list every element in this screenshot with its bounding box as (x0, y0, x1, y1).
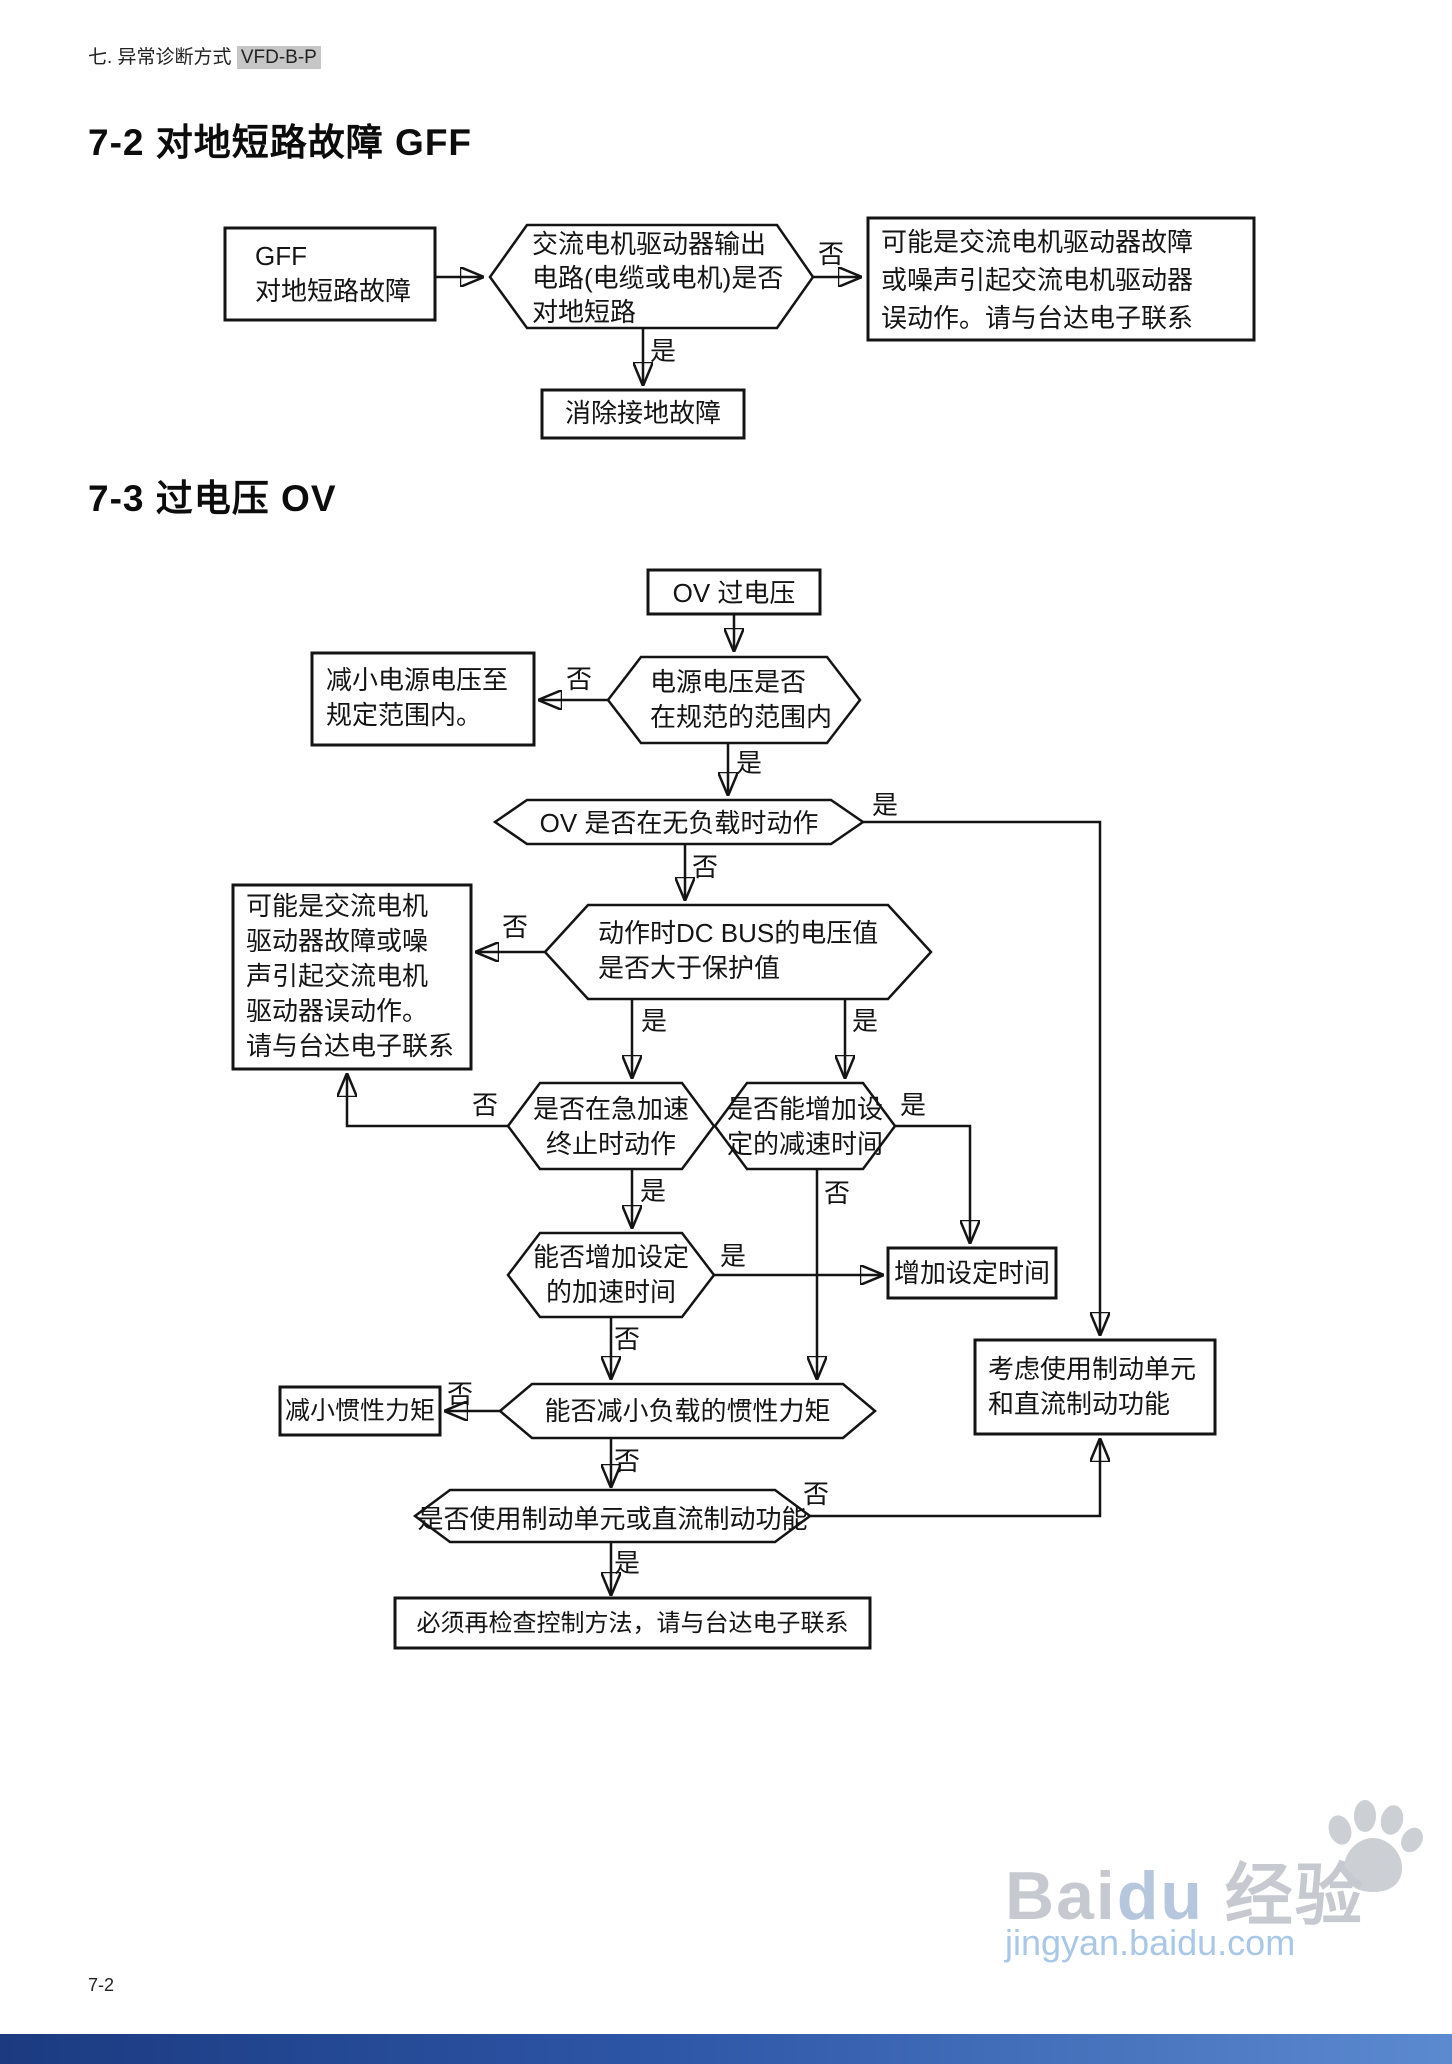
ov-power-spec-text: 电源电压是否 在规范的范围内 (650, 667, 833, 732)
ov-check-control-box (393, 1596, 872, 1650)
ov-reduce-voltage-box (310, 651, 536, 747)
ov-noload-no-label: 否 (692, 852, 719, 882)
ov-add-time-box (886, 1246, 1058, 1300)
page-number: 7-2 (88, 1975, 115, 1995)
ov-dcbus-yes-left-label: 是 (641, 1006, 668, 1036)
ov-decel-no-label: 否 (824, 1178, 851, 1208)
ov-reduce-inertia-hexagon (498, 1382, 877, 1440)
gff-connector-lines (435, 277, 860, 384)
ov-power-no-label: 否 (566, 664, 593, 694)
ov-brake-yes-label: 是 (614, 1548, 641, 1578)
header-breadcrumb: 七. 异常诊断方式 (88, 47, 232, 68)
ov-incr-accel-text: 能否增加设定 的加速时间 (532, 1242, 689, 1307)
footer-color-bar (0, 2034, 1452, 2064)
ov-incr-decel-text: 是否能增加设 定的减速时间 (726, 1094, 883, 1159)
section-title-ov: 7-3 过电压 OV (88, 478, 337, 519)
gff-no-label: 否 (818, 239, 845, 269)
ov-start-text: OV 过电压 (672, 578, 796, 608)
watermark-cn: 经验 (1203, 1858, 1365, 1934)
ov-maybe-fault-text: 可能是交流电机 驱动器故障或噪 声引起交流电机 驱动器误动作。 请与台达电子联系 (246, 891, 455, 1061)
ov-accel-yes-label: 是 (640, 1176, 667, 1206)
ov-maybe-fault-box (231, 883, 473, 1071)
ov-reduce-inertia-q-text: 能否减小负载的惯性力矩 (544, 1396, 831, 1426)
ov-brake-unit-text: 考虑使用制动单元 和直流制动功能 (988, 1354, 1197, 1419)
gff-fix-ground-box (540, 388, 746, 440)
ov-start-box (646, 568, 822, 616)
gff-result-box (866, 216, 1256, 342)
ov-inertia-no-left-label: 否 (447, 1379, 474, 1409)
ov-accel-no-label: 否 (472, 1090, 499, 1120)
ov-rapid-accel-text: 是否在急加速 终止时动作 (532, 1094, 689, 1159)
ov-connector-lines (347, 614, 1100, 1594)
ov-dc-bus-text: 动作时DC BUS的电压值 是否大于保护值 (598, 918, 879, 983)
ov-dc-bus-hexagon (543, 903, 933, 1001)
ov-accel2-yes-label: 是 (720, 1241, 747, 1271)
gff-start-text: GFF 对地短路故障 (255, 241, 412, 306)
ov-power-spec-hexagon (606, 655, 862, 745)
ov-noload-yes-label: 是 (872, 790, 899, 820)
gff-result-text: 可能是交流电机驱动器故障 或噪声引起交流电机驱动器 误动作。请与台达电子联系 (881, 227, 1194, 333)
gff-fix-ground-text: 消除接地故障 (564, 398, 721, 428)
page-header: 七. 异常诊断方式 VFD-B-P (88, 42, 321, 69)
watermark-bai: Bai (1005, 1858, 1117, 1934)
ov-reduce-inertia-text: 减小惯性力矩 (284, 1397, 435, 1425)
ov-decel-yes-label: 是 (900, 1090, 927, 1120)
ov-no-load-text: OV 是否在无负载时动作 (539, 808, 819, 838)
ov-inertia-no-down-label: 否 (614, 1446, 641, 1476)
gff-output-short-text: 交流电机驱动器输出 电路(电缆或电机)是否 对地短路 (532, 229, 784, 327)
gff-yes-label: 是 (650, 336, 677, 366)
watermark-du: du (1116, 1858, 1204, 1934)
ov-reduce-voltage-text: 减小电源电压至 规定范围内。 (326, 665, 509, 730)
ov-power-yes-label: 是 (736, 748, 763, 778)
watermark-brand: Baidu 经验 (1005, 1840, 1365, 1939)
ov-use-brake-text: 是否使用制动单元或直流制动功能 (417, 1504, 808, 1534)
ov-check-control-text: 必须再检查控制方法，请与台达电子联系 (416, 1610, 849, 1637)
ov-add-time-text: 增加设定时间 (893, 1258, 1050, 1288)
ov-reduce-inertia-box (278, 1385, 442, 1437)
baidu-paw-icon (1318, 1796, 1428, 1905)
ov-brake-unit-box (973, 1338, 1217, 1436)
ov-flowchart-shapes (231, 568, 1217, 1650)
ov-dcbus-no-label: 否 (502, 912, 529, 942)
ov-brake-no-label: 否 (803, 1479, 830, 1509)
gff-start-box (223, 226, 437, 322)
ov-accel2-no-label: 否 (614, 1324, 641, 1354)
ov-dcbus-yes-right-label: 是 (852, 1006, 879, 1036)
section-title-gff: 7-2 对地短路故障 GFF (88, 122, 473, 163)
header-model-tag: VFD-B-P (236, 46, 321, 69)
gff-flowchart-shapes (223, 216, 1256, 440)
watermark-url: jingyan.baidu.com (1005, 1922, 1296, 1963)
